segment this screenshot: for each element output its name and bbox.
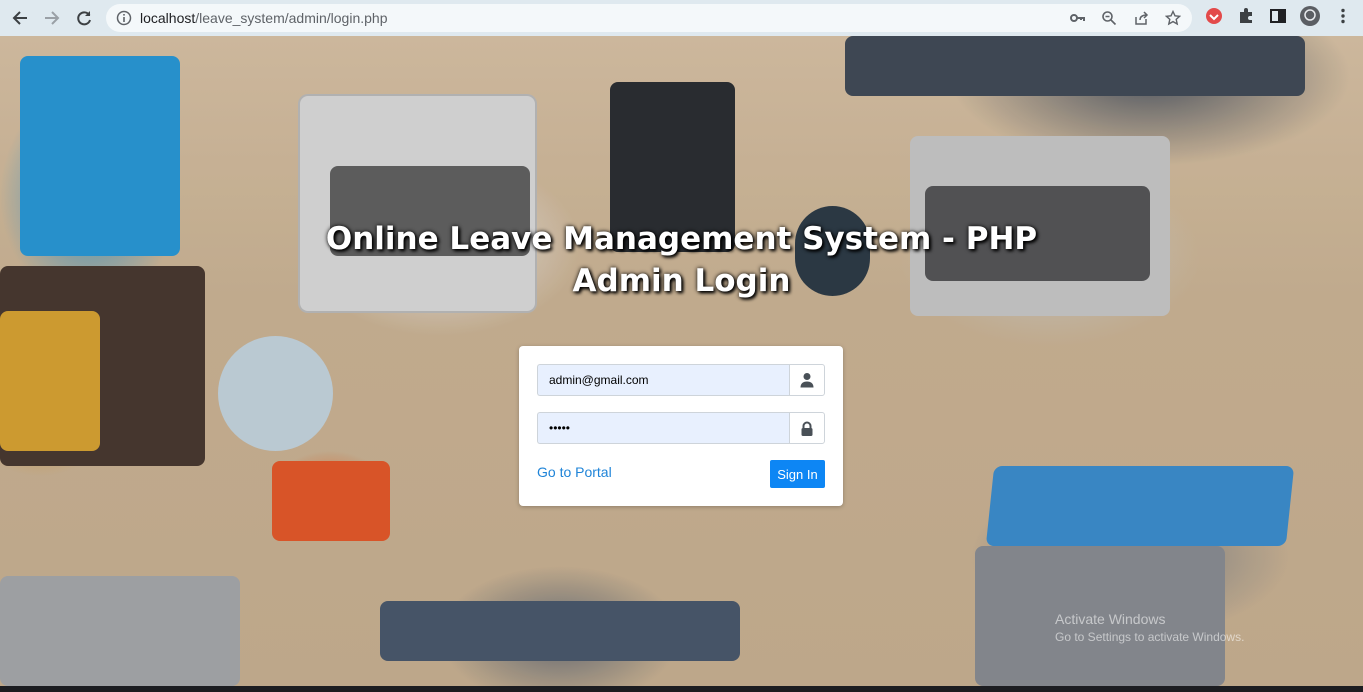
menu-icon[interactable] [1334,7,1352,29]
laptop-screen-image [380,601,740,661]
page-title: Online Leave Management System - PHP Adm… [0,218,1363,302]
login-card: Go to Portal Sign In [519,346,843,506]
star-icon[interactable] [1164,9,1182,30]
go-to-portal-link[interactable]: Go to Portal [537,464,612,480]
laptop-image [975,546,1225,686]
sign-in-button[interactable]: Sign In [770,460,825,488]
user-icon [789,364,825,396]
password-input-group [537,412,825,446]
sidebar-icon[interactable] [1269,7,1287,29]
laptop-keyboard-image [925,186,1150,281]
url-path: /leave_system/admin/login.php [195,10,388,26]
lock-icon [789,412,825,444]
share-icon[interactable] [1133,10,1149,30]
browser-toolbar: localhost/leave_system/admin/login.php [0,0,1363,36]
extension-red-icon[interactable] [1205,7,1223,29]
password-field[interactable] [537,412,789,444]
pouch-image [0,311,100,451]
puzzle-icon[interactable] [1237,7,1255,29]
address-bar[interactable]: localhost/leave_system/admin/login.php [106,4,1192,32]
email-field[interactable] [537,364,789,396]
watermark-line1: Activate Windows [1055,611,1166,627]
forward-icon[interactable] [39,6,65,30]
key-icon[interactable] [1069,10,1085,30]
plant-image [795,206,870,296]
laptop-keyboard-image [330,166,530,256]
reload-icon[interactable] [71,6,97,30]
laptop-image [0,576,240,686]
watermark-line2: Go to Settings to activate Windows. [1055,630,1245,644]
login-page: Online Leave Management System - PHP Adm… [0,36,1363,686]
notebook-image [610,82,735,252]
hard-drive-image [272,461,390,541]
bowl-image [218,336,333,451]
zoom-icon[interactable] [1101,10,1117,30]
back-icon[interactable] [7,6,33,30]
url-text: localhost/leave_system/admin/login.php [140,10,388,26]
email-input-group [537,364,825,398]
page-title-line1: Online Leave Management System - PHP [325,221,1038,257]
info-icon[interactable] [116,10,132,30]
profile-icon[interactable] [1299,5,1321,31]
folder-image [20,56,180,256]
windows-watermark: Activate Windows Go to Settings to activ… [1055,610,1244,646]
taskbar [0,686,1363,692]
url-host: localhost [140,10,196,26]
page-title-line2: Admin Login [572,263,791,299]
person-image [845,36,1305,96]
